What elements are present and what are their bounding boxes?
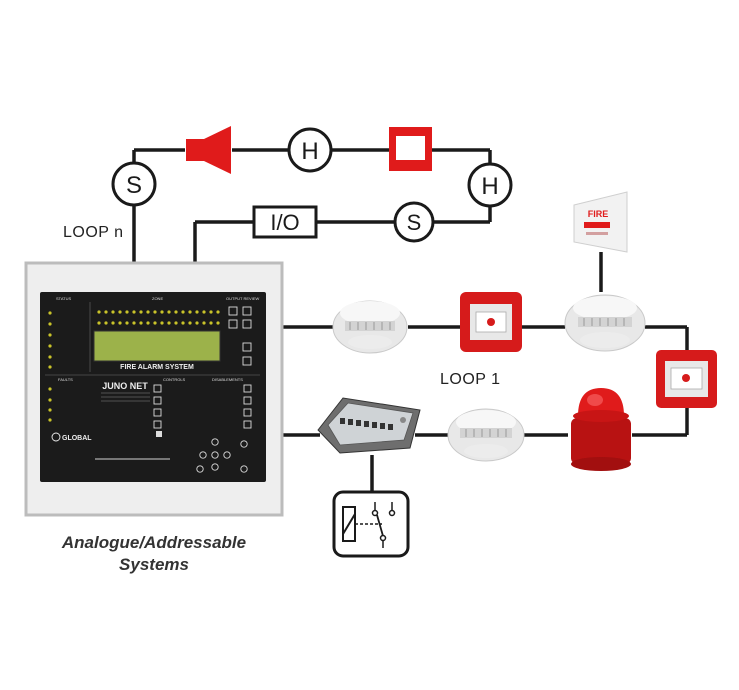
optical-smoke-detector-1 [332, 300, 408, 354]
io-module-symbol-text: I/O [270, 210, 299, 235]
output-review-buttons [228, 306, 252, 366]
loop-1-wiring [282, 252, 689, 492]
loop-n-wiring [132, 148, 492, 262]
control-buttons [153, 384, 162, 429]
loop-n-label: LOOP n [63, 224, 124, 241]
panel-zone-header: ZONE [152, 296, 163, 301]
zone-led-grid [97, 310, 220, 325]
panel-maker-text: GLOBAL [62, 435, 92, 442]
relay-symbol [332, 490, 410, 558]
heat-detector-symbol-top: H [287, 127, 333, 173]
smoke-detector-symbol-text: S [407, 210, 422, 235]
fire-sign-beacon: FIRE [573, 191, 628, 253]
panel-status-header: STATUS [56, 296, 72, 301]
red-sounder-beacon [571, 388, 631, 471]
beacon-panel-icon [389, 127, 432, 171]
panel-brand-text: JUNO NET [102, 381, 148, 391]
heat-detector-symbol-right: H [467, 162, 513, 208]
smoke-detector-symbol-lower: S [393, 201, 435, 243]
fire-alarm-control-panel: STATUS ZONE OUTPUT REVIEW FIRE ALARM SYS… [24, 261, 284, 517]
panel-disablements-header: DISABLEMENTS [212, 377, 243, 382]
panel-controls-header: CONTROLS [163, 377, 186, 382]
fault-led-column [48, 387, 52, 422]
heat-detector-device [447, 408, 525, 462]
diagram-caption: Analogue/Addressable Systems [30, 532, 278, 576]
terminal-block-icon [340, 418, 393, 430]
panel-lcd-display [93, 330, 221, 362]
loop-1-label: LOOP 1 [440, 371, 501, 388]
panel-output-header: OUTPUT REVIEW [226, 296, 259, 301]
globe-logo-icon [51, 432, 61, 442]
heat-detector-symbol-text: H [481, 173, 498, 200]
smoke-detector-symbol-loop-n: S [111, 161, 157, 207]
status-led-column [48, 311, 52, 369]
disablement-buttons [243, 384, 252, 429]
input-output-module-unit [317, 397, 421, 454]
caption-line-2: Systems [119, 555, 189, 574]
sounder-icon [186, 126, 231, 174]
smoke-detector-symbol-text: S [126, 172, 142, 199]
keypad-arrow-buttons [196, 438, 248, 473]
io-module-symbol: I/O [252, 205, 318, 239]
caption-line-1: Analogue/Addressable [61, 533, 247, 552]
heat-detector-symbol-text: H [301, 138, 318, 165]
fire-sign-text: FIRE [588, 209, 609, 219]
panel-title-text: FIRE ALARM SYSTEM [120, 364, 194, 371]
optical-smoke-detector-2 [564, 294, 646, 352]
manual-call-point-2 [656, 350, 717, 408]
manual-call-point-1 [460, 292, 522, 352]
panel-faults-header: FAULTS [58, 377, 73, 382]
